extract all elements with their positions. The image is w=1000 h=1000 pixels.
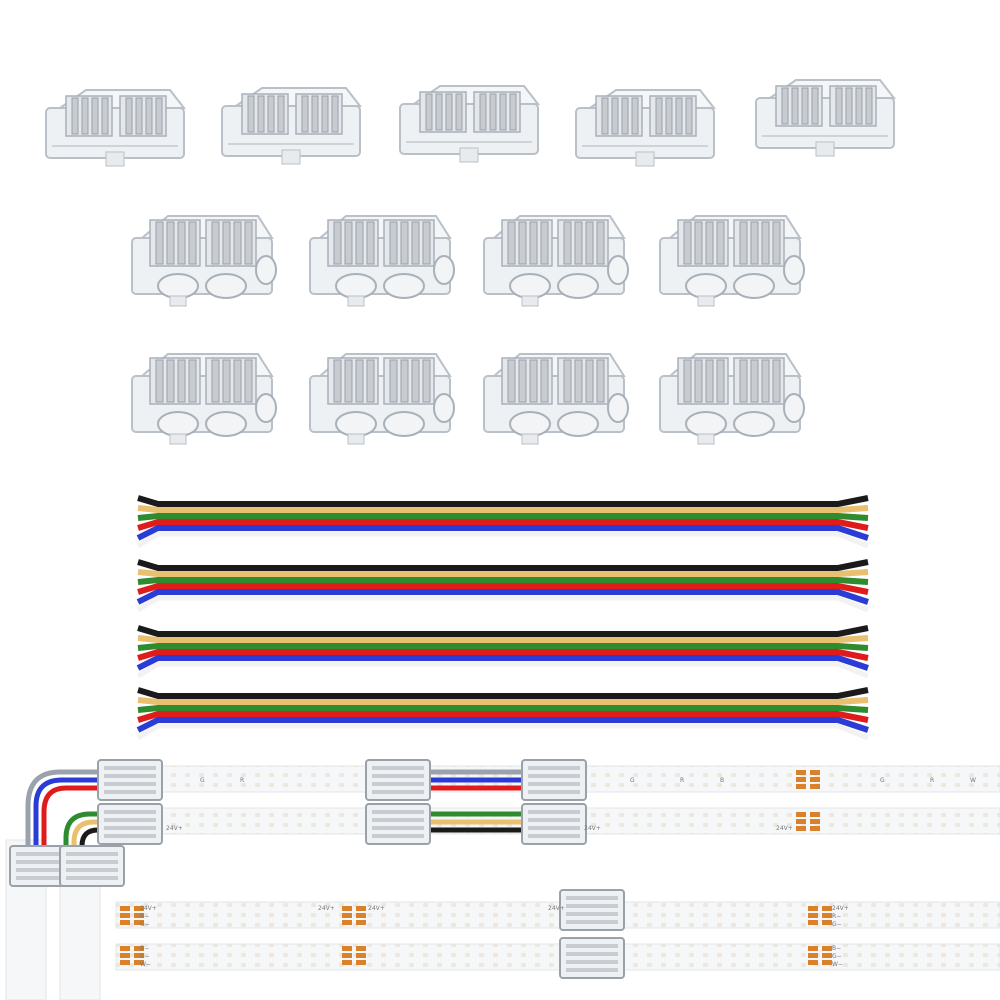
strip-installation: 24V+ R− G− 24V+ 24V+ 24V+ 24V+ R− G− B− … <box>5 759 1000 1000</box>
pad-label: G <box>200 777 205 784</box>
pad-label: B <box>720 777 724 784</box>
strip-clip-connector <box>97 759 163 801</box>
pad-label: G− <box>140 921 150 928</box>
pad-label: 24V+ <box>140 905 157 912</box>
jumper-cable <box>138 690 868 738</box>
strip-clip-connector <box>559 937 625 979</box>
pad-label: 24V+ <box>832 905 849 912</box>
clear-connector-with-clips <box>309 353 455 445</box>
pad-label: B− <box>832 945 841 952</box>
clear-connector-with-clips <box>659 353 805 445</box>
pad-label: 24V+ <box>318 905 335 912</box>
pad-label: R <box>930 777 934 784</box>
clear-connector <box>575 89 715 167</box>
pad-label: 24V+ <box>584 825 601 832</box>
clear-connector <box>45 89 185 167</box>
pad-label: W− <box>140 961 151 968</box>
pad-label: G− <box>832 921 842 928</box>
pad-label: 24V+ <box>166 825 183 832</box>
clear-connector <box>221 87 361 165</box>
pad-label: 24V+ <box>776 825 793 832</box>
clear-connector <box>399 85 539 163</box>
pad-label: G <box>630 777 635 784</box>
clear-connector <box>755 79 895 157</box>
connector-row-1 <box>45 79 895 167</box>
strip-clip-connector <box>521 759 587 801</box>
pad-label: R <box>240 777 244 784</box>
strip-clip-connector <box>59 845 125 887</box>
jumper-cable <box>138 562 868 610</box>
clear-connector-with-clips <box>483 353 629 445</box>
strip-clip-connector <box>97 803 163 845</box>
pad-label: W <box>970 777 976 784</box>
pad-label: G− <box>140 953 150 960</box>
clear-connector-with-clips <box>131 353 277 445</box>
pad-label: B− <box>140 945 149 952</box>
clear-connector-with-clips <box>483 215 629 307</box>
jumper-cables <box>138 498 868 738</box>
pad-label: G <box>880 777 885 784</box>
strip-clip-connector <box>365 803 431 845</box>
pad-label: W− <box>832 961 843 968</box>
clear-connector-with-clips <box>131 215 277 307</box>
pad-label: R− <box>832 913 841 920</box>
strip-clip-connector <box>521 803 587 845</box>
pad-label: R− <box>140 913 149 920</box>
pad-label: 24V+ <box>548 905 565 912</box>
strip-clip-connector <box>365 759 431 801</box>
pad-label: 24V+ <box>368 905 385 912</box>
jumper-cable <box>138 628 868 676</box>
pad-label: R <box>680 777 684 784</box>
clear-connector-with-clips <box>659 215 805 307</box>
connector-row-2 <box>131 215 805 307</box>
clear-connector-with-clips <box>309 215 455 307</box>
strip-clip-connector <box>559 889 625 931</box>
pad-label: G− <box>832 953 842 960</box>
connector-row-3 <box>131 353 805 445</box>
jumper-cable <box>138 498 868 546</box>
